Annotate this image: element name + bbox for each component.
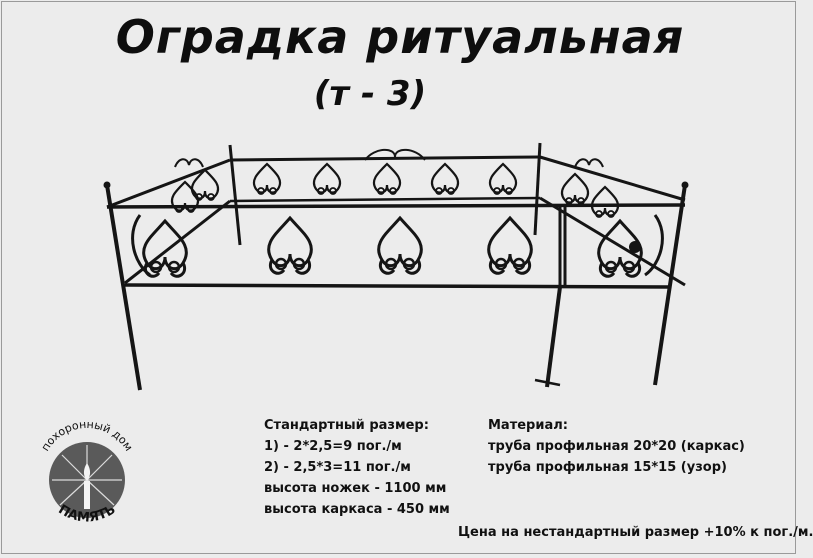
price-note: Цена на нестандартный размер +10% к пог.… [458,525,813,540]
material-line: труба профильная 20*20 (каркас) [488,439,745,454]
standard-size-heading: Стандартный размер: [264,418,429,433]
material-block: Материал: труба профильная 20*20 (каркас… [488,415,745,478]
standard-size-line: 2) - 2,5*3=11 пог./м [264,460,411,475]
standard-size-line: 1) - 2*2,5=9 пог./м [264,439,402,454]
image-frame [1,1,796,554]
fence-illustration [103,142,689,391]
page-title: Оградка ритуальная [115,10,685,64]
svg-text:ПАМЯТЬ: ПАМЯТЬ [56,502,119,525]
logo-bottom-text: ПАМЯТЬ [56,502,119,525]
standard-size-block: Стандартный размер: 1) - 2*2,5=9 пог./м … [264,415,450,520]
standard-size-line: высота каркаса - 450 мм [264,502,450,517]
standard-size-line: высота ножек - 1100 мм [264,481,447,496]
funeral-home-logo: похоронный дом ПАМЯТЬ [39,418,136,526]
material-heading: Материал: [488,418,568,433]
model-code: (т - 3) [313,74,427,114]
material-line: труба профильная 15*15 (узор) [488,460,727,475]
